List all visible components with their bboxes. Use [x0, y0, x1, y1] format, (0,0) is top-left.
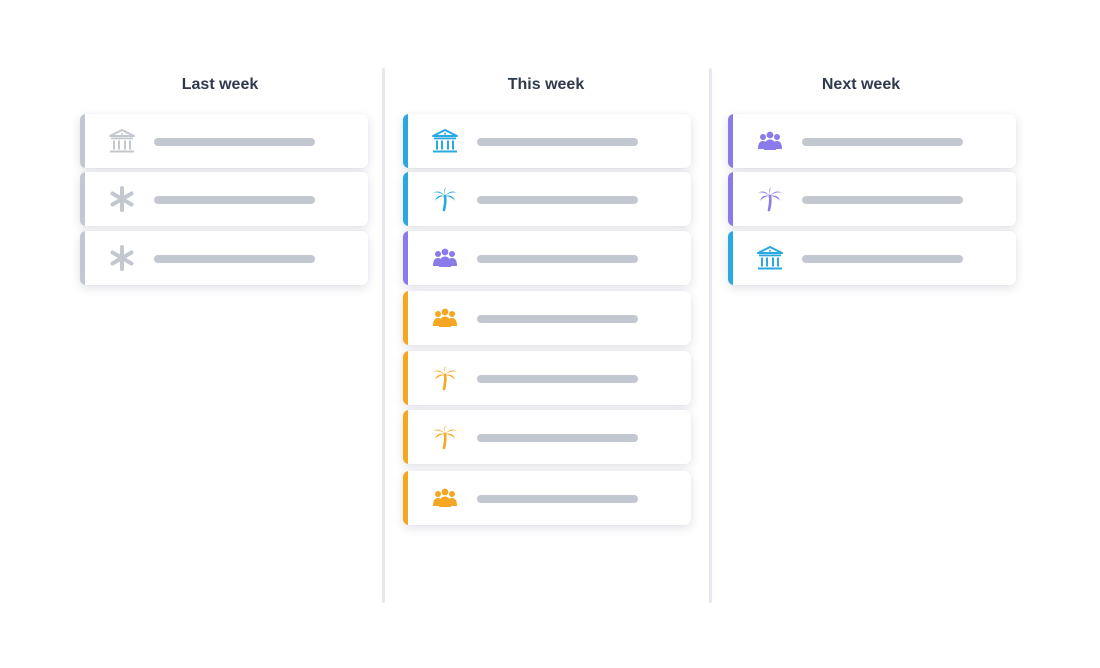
palm-tree-icon [431, 423, 459, 451]
card-text-placeholder [477, 495, 638, 503]
task-card[interactable] [403, 114, 691, 168]
card-text-placeholder [477, 315, 638, 323]
task-card[interactable] [403, 291, 691, 345]
column-divider [709, 68, 712, 603]
card-text-placeholder [154, 138, 315, 146]
card-accent-stripe [403, 231, 408, 285]
asterisk-icon [108, 244, 136, 272]
card-accent-stripe [403, 114, 408, 168]
palm-tree-icon [431, 364, 459, 392]
card-accent-stripe [403, 410, 408, 464]
task-card[interactable] [403, 410, 691, 464]
palm-tree-icon [431, 185, 459, 213]
card-text-placeholder [802, 255, 963, 263]
card-text-placeholder [154, 196, 315, 204]
card-text-placeholder [477, 375, 638, 383]
card-text-placeholder [477, 255, 638, 263]
card-accent-stripe [403, 172, 408, 226]
bank-icon [108, 127, 136, 155]
team-icon [756, 127, 784, 155]
task-card[interactable] [403, 231, 691, 285]
task-card[interactable] [80, 172, 368, 226]
task-card[interactable] [403, 471, 691, 525]
task-card[interactable] [403, 172, 691, 226]
task-card[interactable] [728, 172, 1016, 226]
card-text-placeholder [154, 255, 315, 263]
card-text-placeholder [477, 434, 638, 442]
card-text-placeholder [802, 196, 963, 204]
card-text-placeholder [477, 196, 638, 204]
column-title-this-week: This week [507, 76, 585, 93]
task-card[interactable] [403, 351, 691, 405]
card-accent-stripe [80, 172, 85, 226]
card-accent-stripe [80, 114, 85, 168]
card-text-placeholder [477, 138, 638, 146]
column-title-last-week: Last week [181, 76, 259, 93]
task-card[interactable] [728, 114, 1016, 168]
palm-tree-icon [756, 185, 784, 213]
team-icon [431, 304, 459, 332]
card-accent-stripe [728, 114, 733, 168]
card-accent-stripe [403, 351, 408, 405]
asterisk-icon [108, 185, 136, 213]
column-divider [382, 68, 385, 603]
card-accent-stripe [728, 231, 733, 285]
bank-icon [756, 244, 784, 272]
card-accent-stripe [728, 172, 733, 226]
team-icon [431, 244, 459, 272]
task-card[interactable] [80, 114, 368, 168]
card-text-placeholder [802, 138, 963, 146]
task-card[interactable] [80, 231, 368, 285]
card-accent-stripe [403, 471, 408, 525]
card-accent-stripe [80, 231, 85, 285]
task-card[interactable] [728, 231, 1016, 285]
card-accent-stripe [403, 291, 408, 345]
bank-icon [431, 127, 459, 155]
column-title-next-week: Next week [821, 76, 901, 93]
team-icon [431, 484, 459, 512]
